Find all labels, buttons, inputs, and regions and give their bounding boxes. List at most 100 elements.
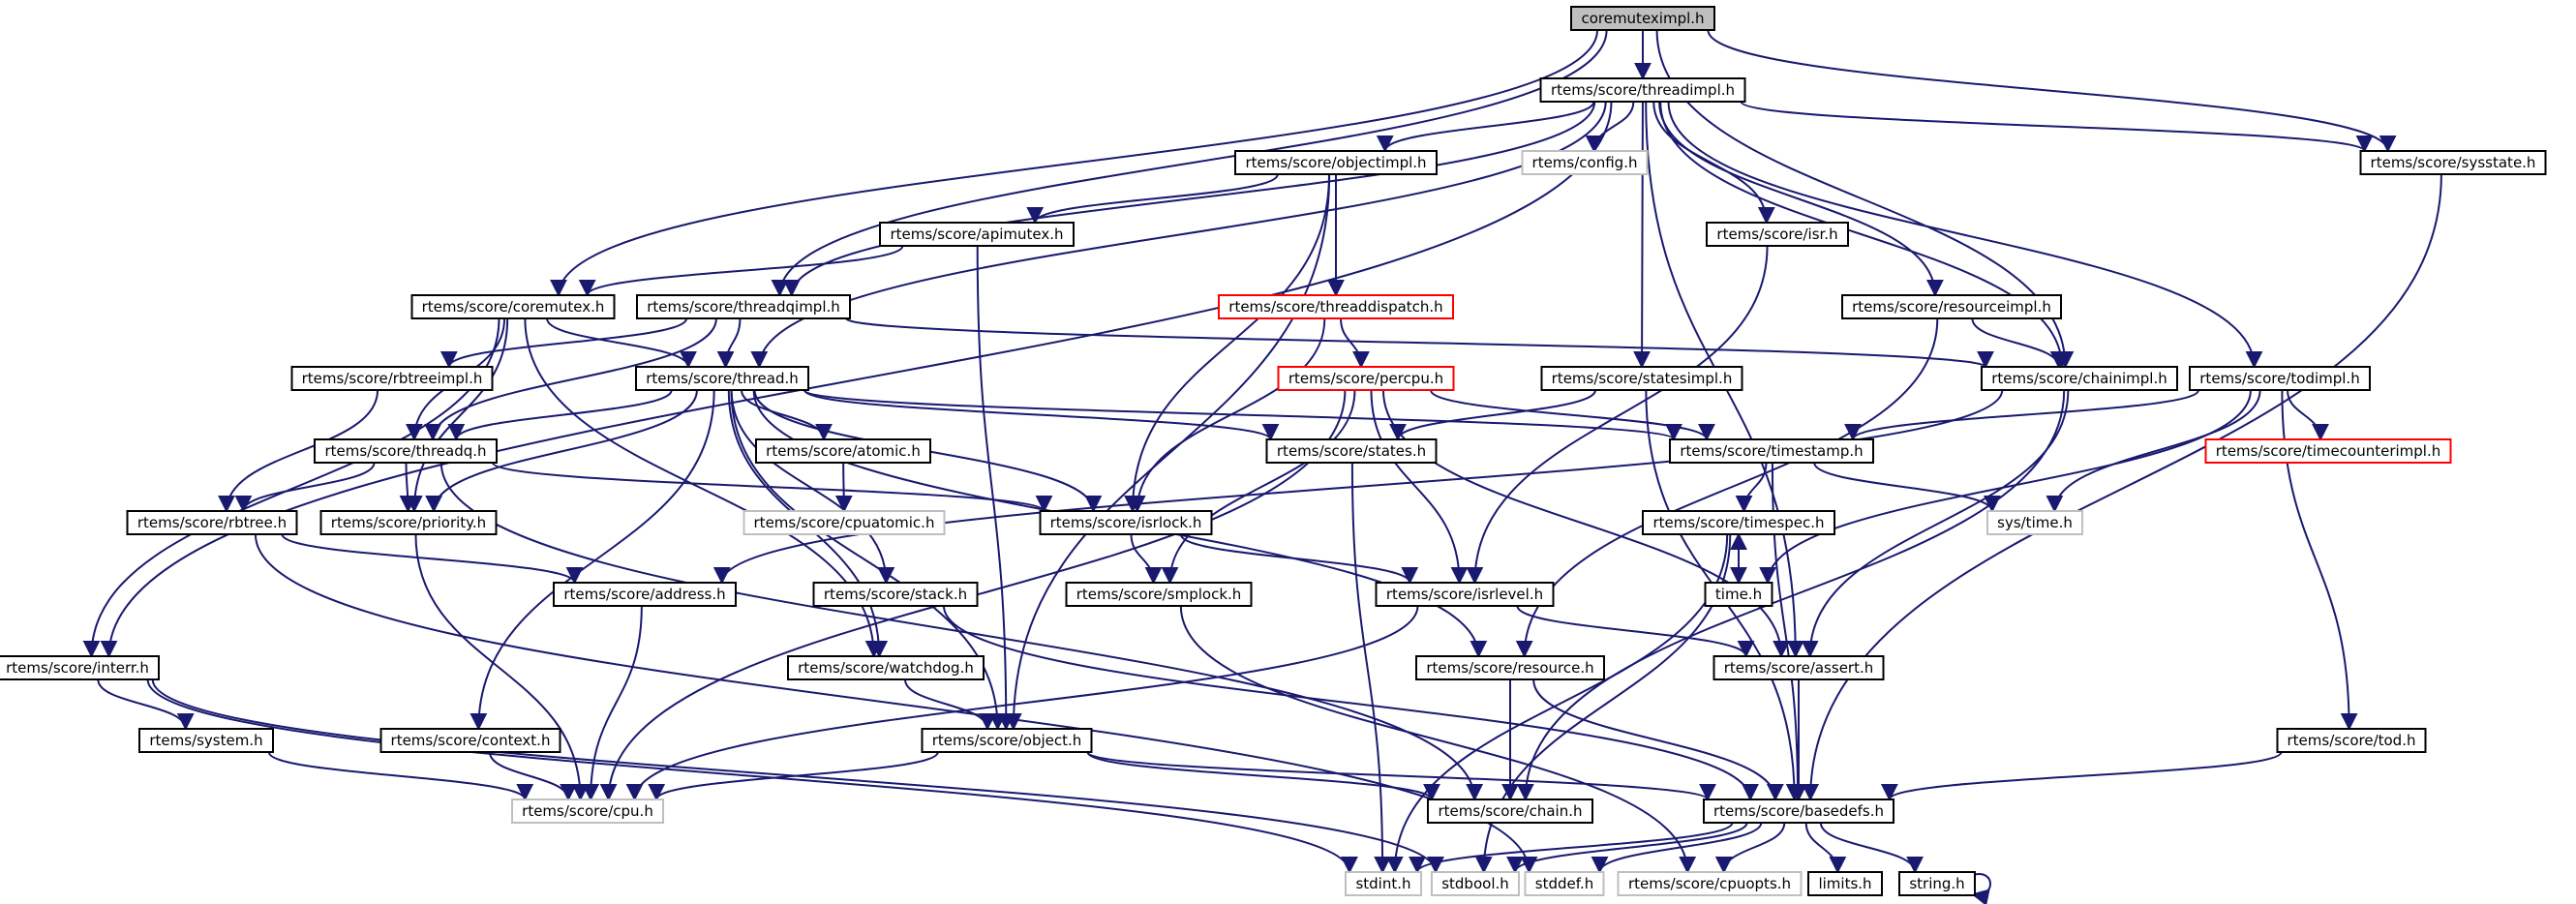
node-resourceimpl[interactable]: rtems/score/resourceimpl.h [1841,294,2062,319]
node-isrlevel[interactable]: rtems/score/isrlevel.h [1375,582,1555,607]
node-label: rtems/score/context.h [391,732,551,749]
node-timestamp[interactable]: rtems/score/timestamp.h [1669,438,1874,464]
edge-states-to-stdint [1350,462,1392,874]
edge [625,605,1419,801]
edge-smplock-to-cpuopts [1179,605,1697,874]
node-chainimpl[interactable]: rtems/score/chainimpl.h [1981,366,2178,391]
edge [1881,751,2283,801]
node-apimutex[interactable]: rtems/score/apimutex.h [879,222,1075,247]
edge-apimutex-to-object [976,245,1015,731]
node-objectimpl[interactable]: rtems/score/objectimpl.h [1234,150,1438,175]
edge [1179,605,1697,874]
edge [803,389,1682,441]
edge [546,317,697,369]
edge-percpu-to-isrlevel [1370,389,1469,585]
node-label: rtems/score/stack.h [824,586,967,603]
node-threaddispatch[interactable]: rtems/score/threaddispatch.h [1218,294,1454,319]
node-threadqimpl[interactable]: rtems/score/threadqimpl.h [636,294,851,319]
edge-threadqimpl-to-chainimpl [845,317,1994,369]
node-watchdog[interactable]: rtems/score/watchdog.h [787,655,985,680]
node-percpu[interactable]: rtems/score/percpu.h [1277,366,1455,391]
node-atomic[interactable]: rtems/score/atomic.h [755,438,931,464]
node-sysstate[interactable]: rtems/score/sysstate.h [2359,150,2547,175]
node-isrlock[interactable]: rtems/score/isrlock.h [1039,510,1213,535]
edge-timestamp-to-systime [1813,462,2001,513]
edge-objectimpl-to-object [1004,173,1331,731]
node-threadimpl[interactable]: rtems/score/threadimpl.h [1539,77,1746,103]
edge-threadimpl-to-resourceimpl [1658,101,1944,297]
edge [1633,101,1652,369]
edge-tod-to-basedefs [1881,751,2283,801]
node-root[interactable]: coremuteximpl.h [1570,6,1715,31]
node-stack[interactable]: rtems/score/stack.h [812,582,979,607]
node-context[interactable]: rtems/score/context.h [379,728,561,753]
edge [1667,101,2263,369]
node-assert[interactable]: rtems/score/assert.h [1712,655,1885,680]
node-label: rtems/score/cpu.h [522,802,653,820]
node-box [1703,799,1894,824]
node-object[interactable]: rtems/score/object.h [921,728,1093,753]
node-box [1524,871,1605,896]
edge-string-to-string [1971,873,1991,904]
node-coremutex[interactable]: rtems/score/coremutex.h [410,294,616,319]
node-smplock[interactable]: rtems/score/smplock.h [1065,582,1253,607]
node-tod[interactable]: rtems/score/tod.h [2276,728,2427,753]
edge [1161,389,1356,585]
node-box [126,510,298,535]
node-basedefs[interactable]: rtems/score/basedefs.h [1703,799,1894,824]
node-label: rtems/score/threaddispatch.h [1228,298,1442,316]
node-box [1218,294,1454,319]
edge-threadimpl-to-interr [100,101,1613,658]
edge [1844,389,2199,441]
edge [1130,533,1163,585]
node-thread[interactable]: rtems/score/thread.h [635,366,809,391]
node-box [1431,871,1520,896]
node-priority[interactable]: rtems/score/priority.h [319,510,498,535]
edge-system-to-cpu [267,751,534,801]
edge [1409,822,1734,874]
node-interr[interactable]: rtems/score/interr.h [0,655,160,680]
node-timespec[interactable]: rtems/score/timespec.h [1642,510,1835,535]
edge-threadq-to-priority [399,462,417,513]
node-limits[interactable]: limits.h [1807,871,1883,896]
edge-isrlock-to-smplock [1130,533,1163,585]
edge [281,533,584,585]
node-label: rtems/score/statesimpl.h [1552,370,1733,387]
node-todimpl[interactable]: rtems/score/todimpl.h [2189,366,2371,391]
node-system[interactable]: rtems/system.h [138,728,274,753]
node-statesimpl[interactable]: rtems/score/statesimpl.h [1540,366,1743,391]
node-resource[interactable]: rtems/score/resource.h [1415,655,1605,680]
edge [1759,389,2252,585]
edge [976,245,1015,731]
node-isr[interactable]: rtems/score/isr.h [1706,222,1849,247]
edge-percpu-to-smplock [1161,389,1356,585]
node-chain[interactable]: rtems/score/chain.h [1427,799,1593,824]
node-box [812,582,979,607]
node-systime: sys/time.h [1986,510,2083,535]
node-string[interactable]: string.h [1898,871,1976,896]
edge [1804,822,1847,874]
edge [146,678,1358,874]
node-rbtree[interactable]: rtems/score/rbtree.h [126,510,298,535]
edge-basedefs-to-stddef [1591,822,1763,874]
edge-interr-to-system [97,678,195,731]
node-rbtreeimpl[interactable]: rtems/score/rbtreeimpl.h [290,366,494,391]
node-timecounterimpl[interactable]: rtems/score/timecounterimpl.h [2204,438,2452,464]
node-box [1539,77,1746,103]
edge [730,389,895,585]
edge [1179,533,1419,585]
node-time[interactable]: time.h [1704,582,1773,607]
node-address[interactable]: rtems/score/address.h [553,582,737,607]
node-box [2276,728,2427,753]
node-label: rtems/score/objectimpl.h [1245,154,1426,171]
edge [1819,822,1924,874]
edge-basedefs-to-string [1819,822,1924,874]
edge [1466,245,1769,585]
node-box [921,728,1093,753]
node-threadq[interactable]: rtems/score/threadq.h [314,438,498,464]
node-states[interactable]: rtems/score/states.h [1265,438,1438,464]
edge [578,245,904,297]
edge-threadq-to-chain [439,462,1484,801]
node-label: rtems/score/cpuatomic.h [754,514,935,531]
